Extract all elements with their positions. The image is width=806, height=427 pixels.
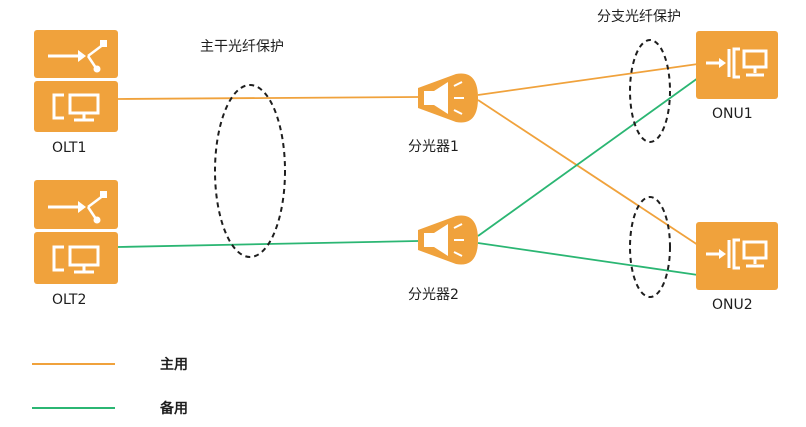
olt2-label: OLT2 [52, 292, 87, 308]
branch-protection-label: 分支光纤保护 [597, 9, 681, 25]
trunk-protection-ellipse [214, 84, 286, 258]
branch-protection-ellipse-onu1 [629, 39, 671, 143]
link-splitter1-onu2 [477, 99, 699, 246]
splitter1-label: 分光器1 [408, 139, 459, 155]
olt2-device [34, 180, 118, 284]
link-splitter1-onu1 [477, 63, 699, 96]
branch-protection-ellipse-onu2 [629, 196, 671, 298]
port-arrow-icon [34, 180, 118, 229]
legend-backup-label: 备用 [160, 401, 188, 417]
onu-terminal-icon [706, 47, 768, 79]
link-splitter2-onu1 [477, 77, 699, 237]
splitter-icon [418, 215, 478, 265]
link-splitter2-onu2 [477, 242, 699, 276]
terminal-icon [34, 81, 118, 132]
port-arrow-icon [34, 30, 118, 78]
onu2-label: ONU2 [712, 297, 753, 313]
olt1-label: OLT1 [52, 140, 87, 156]
olt1-device [34, 30, 118, 132]
terminal-icon [34, 232, 118, 284]
splitter-icon [418, 73, 478, 123]
legend-primary-label: 主用 [160, 357, 188, 373]
link-olt1-splitter1 [117, 96, 419, 100]
splitter2-device [412, 210, 482, 270]
onu1-device [696, 31, 778, 99]
trunk-protection-label: 主干光纤保护 [200, 39, 284, 55]
onu-terminal-icon [706, 238, 768, 270]
onu2-device [696, 222, 778, 290]
splitter1-device [412, 68, 482, 128]
splitter2-label: 分光器2 [408, 287, 459, 303]
onu1-label: ONU1 [712, 106, 753, 122]
